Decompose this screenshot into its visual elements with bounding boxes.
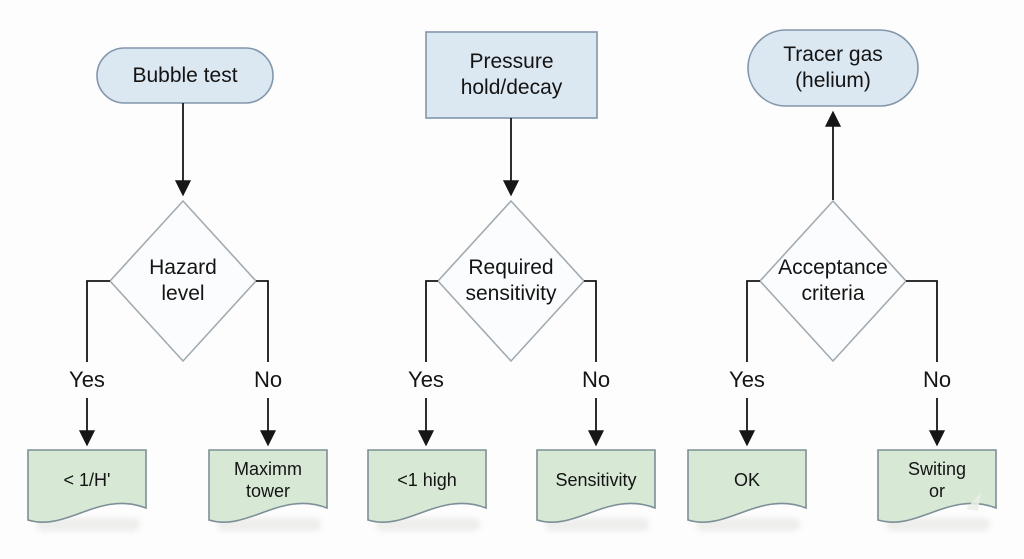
hazard-yes-branch-line: [86, 280, 110, 362]
sensitivity-no-branch-line: [584, 280, 597, 362]
document-label-ok: OK: [733, 470, 760, 491]
sensitivity-yes-branch-line: [425, 280, 438, 362]
required-sensitivity-decision-diamond: [436, 199, 586, 363]
document-shape-ok: [687, 449, 807, 523]
acceptance-yes-branch-line: [746, 280, 760, 362]
pressure-hold-decay-process-shape: [425, 31, 598, 119]
decision-label-hazard-level: Hazard level: [149, 256, 217, 305]
document-shadow: [545, 518, 649, 531]
no-branch-label: No: [581, 366, 611, 392]
tracer-gas-terminal-shape: [747, 29, 919, 107]
document-shadow: [217, 518, 321, 531]
document-shadow: [696, 518, 800, 531]
acceptance-criteria-decision-diamond: [758, 199, 908, 363]
no-branch-label: No: [922, 366, 952, 392]
hazard-no-branch-line: [256, 280, 269, 362]
document-shape-maximm-tower: [208, 449, 328, 523]
bubble-test-terminal-shape: [96, 47, 274, 104]
start-node-label-tracer-gas: Tracer gas (helium): [783, 43, 883, 92]
yes-branch-label: Yes: [729, 366, 765, 392]
yes-branch-label: Yes: [69, 366, 105, 392]
document-label-1high: <1 high: [397, 470, 457, 491]
decision-label-acceptance-criteria: Acceptance criteria: [778, 256, 888, 305]
document-shape-switing-or: [877, 449, 997, 523]
no-branch-label: No: [253, 366, 283, 392]
document-shadow: [886, 518, 990, 531]
document-label-1h: < 1/H': [63, 470, 111, 491]
document-label-switing-or: Switing or: [907, 459, 967, 501]
document-shadow: [376, 518, 480, 531]
document-shape-sensitivity: [536, 449, 656, 523]
document-label-sensitivity: Sensitivity: [555, 470, 637, 491]
decision-label-required-sensitivity: Required sensitivity: [465, 256, 557, 305]
document-shadow: [36, 518, 140, 531]
document-shape-1h: [27, 449, 147, 523]
yes-branch-label: Yes: [408, 366, 444, 392]
acceptance-no-branch-line: [906, 280, 938, 362]
document-label-maximm-tower: Maximm tower: [234, 459, 302, 501]
hazard-level-decision-diamond: [108, 199, 258, 363]
document-shape-1high: [367, 449, 487, 523]
start-node-label-bubble-test: Bubble test: [132, 63, 238, 87]
watermark-triangle: [966, 492, 981, 511]
process-label-pressure-hold-decay: Pressure hold/decay: [460, 50, 563, 99]
